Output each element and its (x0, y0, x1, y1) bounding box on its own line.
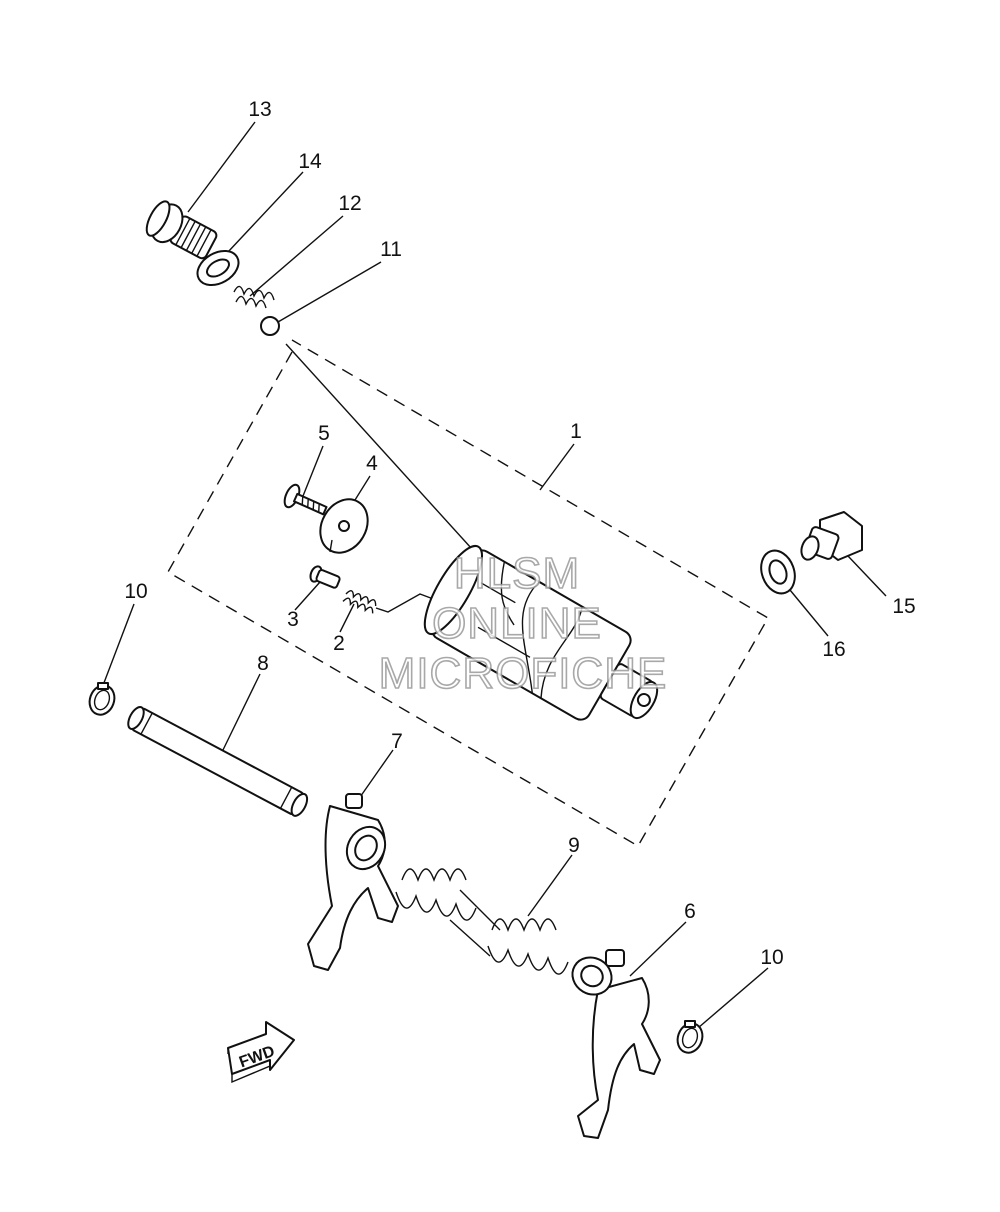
leader-lines (101, 121, 887, 1029)
callout-9: 9 (568, 834, 580, 857)
callout-16: 16 (822, 638, 845, 661)
callout-6: 6 (684, 900, 696, 923)
part-8-fork-shaft (127, 706, 309, 817)
part-6-shift-fork (571, 949, 661, 1139)
callout-14: 14 (298, 150, 322, 173)
callout-11: 11 (380, 238, 402, 261)
part-3-pin (309, 565, 341, 589)
watermark-line-3: MICROFICHE (379, 649, 668, 698)
callout-5: 5 (318, 422, 330, 445)
callout-8: 8 (257, 652, 269, 675)
callout-13: 13 (248, 98, 271, 121)
fwd-arrow-icon: FWD (227, 1021, 295, 1084)
part-12-spring (233, 285, 275, 309)
watermark: HLSM ONLINE MICROFICHE (378, 548, 668, 699)
part-10-circlip-right (676, 1020, 704, 1054)
callout-7: 7 (391, 730, 403, 753)
part-9-spring (395, 868, 569, 975)
part-11-ball (260, 316, 280, 336)
callout-12: 12 (338, 192, 361, 215)
part-4-plate (319, 498, 369, 554)
callout-15: 15 (892, 595, 915, 618)
callout-10-left: 10 (124, 580, 147, 603)
part-16-washer (760, 549, 796, 595)
watermark-line-1: HLSM (454, 549, 580, 598)
callout-2: 2 (333, 632, 345, 655)
assembly-outline (167, 339, 769, 847)
watermark-line-2: ONLINE (432, 599, 602, 648)
callout-labels: 13 14 12 11 5 4 1 3 2 10 8 7 9 6 10 15 1… (124, 98, 915, 969)
callout-3: 3 (287, 608, 299, 631)
part-5-screw (283, 483, 328, 516)
part-2-spring (342, 590, 377, 614)
part-13-plug-bolt (145, 200, 218, 260)
part-14-washer (196, 249, 240, 287)
part-10-circlip-left (88, 682, 116, 716)
part-1-shift-drum (423, 544, 659, 721)
part-7-shift-fork (307, 793, 399, 971)
callout-4: 4 (366, 452, 378, 475)
callout-10-right: 10 (760, 946, 783, 969)
part-15-bolt (800, 511, 863, 561)
callout-1: 1 (570, 420, 582, 443)
